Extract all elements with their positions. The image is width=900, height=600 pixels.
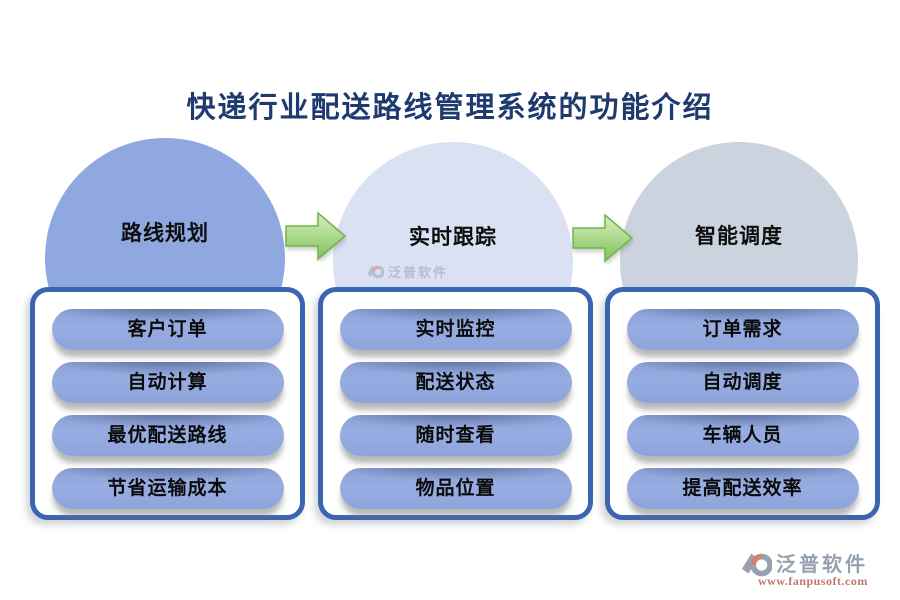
footer-url: www.fanpusoft.com — [758, 574, 868, 588]
feature-pill: 随时查看 — [339, 415, 572, 456]
card-smart-dispatch: 订单需求 自动调度 车辆人员 提高配送效率 — [605, 287, 880, 520]
card-realtime-tracking: 实时监控 配送状态 随时查看 物品位置 — [318, 287, 593, 520]
fanpu-logo-icon — [741, 553, 772, 577]
feature-pill: 物品位置 — [339, 468, 572, 509]
circle-label: 实时跟踪 — [409, 225, 497, 249]
footer-brand: 泛普软件 www.fanpusoft.com — [740, 548, 890, 592]
circle-label: 智能调度 — [695, 224, 783, 248]
watermark: 泛普软件 — [366, 262, 448, 281]
page-title: 快递行业配送路线管理系统的功能介绍 — [186, 92, 714, 124]
feature-pill: 车辆人员 — [626, 415, 859, 456]
feature-pill: 自动计算 — [51, 362, 284, 403]
feature-pill: 自动调度 — [626, 362, 859, 403]
feature-pill: 最优配送路线 — [51, 415, 284, 456]
footer-brand-name: 泛普软件 — [776, 554, 868, 576]
feature-pill: 客户订单 — [51, 309, 284, 350]
feature-pill: 实时监控 — [339, 309, 572, 350]
feature-pill: 订单需求 — [626, 309, 859, 350]
flow-arrow-right-icon — [572, 213, 634, 263]
watermark-text: 泛普软件 — [388, 265, 449, 280]
feature-pill: 配送状态 — [339, 362, 572, 403]
circle-label: 路线规划 — [121, 221, 209, 245]
card-route-planning: 客户订单 自动计算 最优配送路线 节省运输成本 — [30, 287, 305, 520]
flow-arrow-right-icon — [285, 211, 347, 261]
fanpu-logo-icon — [367, 265, 384, 278]
feature-pill: 节省运输成本 — [51, 468, 284, 509]
feature-pill: 提高配送效率 — [626, 468, 859, 509]
